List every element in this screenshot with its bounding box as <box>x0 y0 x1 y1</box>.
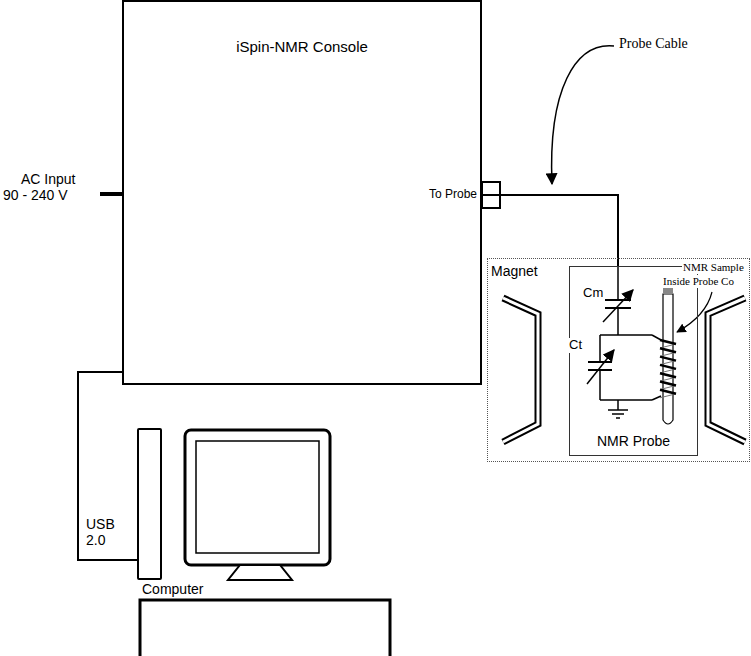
wire <box>599 370 601 400</box>
coil-winding <box>660 382 676 386</box>
monitor-stand <box>228 565 292 580</box>
monitor <box>185 430 330 565</box>
coil-winding <box>660 348 676 352</box>
computer-tower: Computer <box>137 428 162 580</box>
coil-winding <box>660 373 676 377</box>
magnet-pole <box>708 298 745 442</box>
magnet-pole <box>503 298 538 442</box>
keyboard <box>140 600 390 656</box>
power-input-stub <box>100 192 122 196</box>
coil-winding <box>660 340 676 344</box>
wire <box>652 335 661 340</box>
probe-cable <box>482 195 618 266</box>
magnet-region: MagnetNMR Probe <box>487 258 750 462</box>
magnet-pole <box>708 298 745 442</box>
capacitor-plate <box>605 299 631 301</box>
ground-symbol <box>608 409 628 411</box>
coil-winding <box>660 357 676 361</box>
monitor-screen <box>196 441 319 553</box>
input-label: AC Input <box>20 171 76 187</box>
cable-label: Probe Cable <box>618 36 689 52</box>
wire <box>600 399 652 401</box>
wire <box>599 335 601 362</box>
voltage-label: 90 - 240 V <box>2 187 69 203</box>
probe-coil <box>660 340 676 398</box>
ground-symbol <box>616 417 620 419</box>
coil-winding <box>660 390 676 394</box>
usb-cable <box>78 372 137 560</box>
sample-label: NMR Sample <box>682 261 745 274</box>
coil-winding <box>660 365 676 369</box>
wire <box>600 334 652 336</box>
port-label: To Probe <box>428 188 478 202</box>
node-title: Computer <box>142 581 203 597</box>
capacitor-label: Ct <box>568 338 583 353</box>
node-title: Magnet <box>491 263 538 279</box>
wire <box>652 396 661 400</box>
capacitor-label: Cm <box>582 286 604 301</box>
sample-label: Inside Probe Co <box>662 275 735 288</box>
node-title: iSpin-NMR Console <box>124 38 480 55</box>
wire <box>617 308 619 335</box>
capacitor-plate <box>588 361 612 363</box>
wire <box>617 265 619 300</box>
wire <box>617 400 619 410</box>
pointer-arrow <box>677 292 712 332</box>
magnet-pole <box>503 298 538 442</box>
node-title: NMR Probe <box>570 433 697 449</box>
ground-symbol <box>612 413 624 415</box>
pointer-arrow <box>552 46 614 184</box>
cable-label: USB 2.0 <box>86 516 120 548</box>
